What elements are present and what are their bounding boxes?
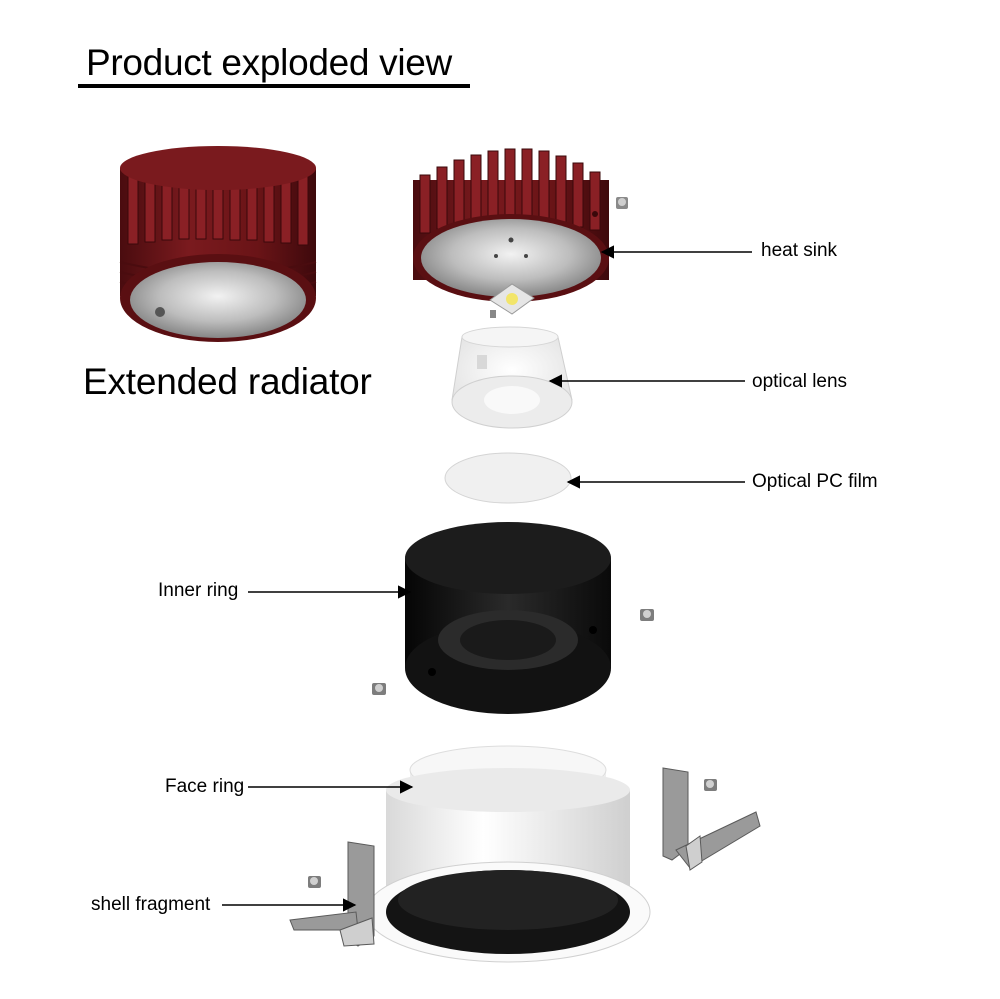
label-face-ring: Face ring	[165, 776, 245, 797]
label-heat-sink: heat sink	[761, 240, 838, 261]
title-underline	[78, 84, 470, 88]
screw-clip-left	[308, 876, 321, 888]
screw-inner-right	[640, 609, 654, 621]
extended-radiator-caption: Extended radiator	[83, 361, 372, 402]
optical-lens	[451, 326, 573, 429]
screw-inner-left	[372, 683, 386, 695]
screw-top-right	[616, 197, 628, 209]
label-inner-ring: Inner ring	[158, 580, 239, 601]
diagram-title: Product exploded view	[86, 42, 452, 83]
shell-fragment-left	[289, 841, 375, 947]
label-optical-pc-film: Optical PC film	[752, 471, 878, 492]
shell-fragment-right	[662, 767, 761, 871]
heat-sink	[413, 148, 609, 302]
face-ring	[365, 745, 651, 963]
extended-radiator	[119, 146, 317, 342]
optical-pc-film	[444, 452, 572, 504]
screw-clip-right	[704, 779, 717, 791]
led-chip	[489, 283, 535, 318]
label-optical-lens: optical lens	[752, 371, 848, 392]
inner-ring	[405, 522, 611, 714]
label-shell-fragment: shell fragment	[91, 894, 211, 915]
